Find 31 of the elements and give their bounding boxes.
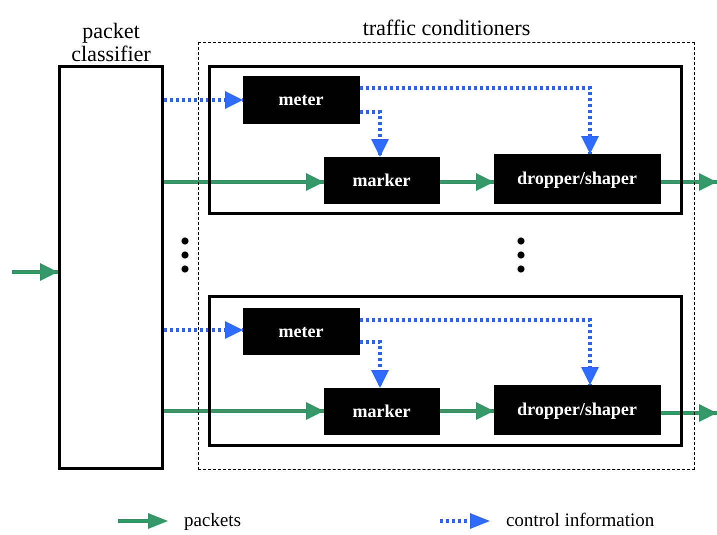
arrow: [440, 173, 494, 191]
arrow: [360, 110, 389, 157]
process-box: [324, 388, 440, 434]
arrow: [360, 340, 389, 388]
arrow: [360, 86, 599, 154]
arrow: [440, 402, 494, 420]
process-box: [324, 156, 440, 204]
process-box: [494, 154, 660, 204]
conditioner-box: [208, 64, 682, 214]
box-label: meter: [278, 89, 324, 110]
heading: packet classifier: [70, 19, 152, 68]
box-label: dropper/shaper: [517, 399, 637, 420]
heading: traffic conditioners: [362, 16, 532, 42]
legend-label: packets: [184, 510, 241, 532]
box-label: marker: [352, 400, 410, 422]
box-label: marker: [352, 170, 410, 190]
arrow: [164, 91, 243, 109]
process-box: [242, 76, 360, 124]
box-label: meter: [278, 320, 324, 342]
arrow: [661, 173, 717, 191]
box-label: dropper/shaper: [517, 168, 637, 189]
process-box: [242, 308, 360, 354]
process-box: [494, 384, 660, 434]
arrow: [12, 263, 58, 281]
arrow: [661, 404, 717, 422]
conditioner-box: [208, 294, 682, 446]
arrow: [164, 402, 324, 420]
arrow: [164, 321, 243, 339]
arrow: [164, 173, 324, 191]
legend-label: control information: [506, 510, 654, 532]
arrow: [360, 318, 599, 385]
